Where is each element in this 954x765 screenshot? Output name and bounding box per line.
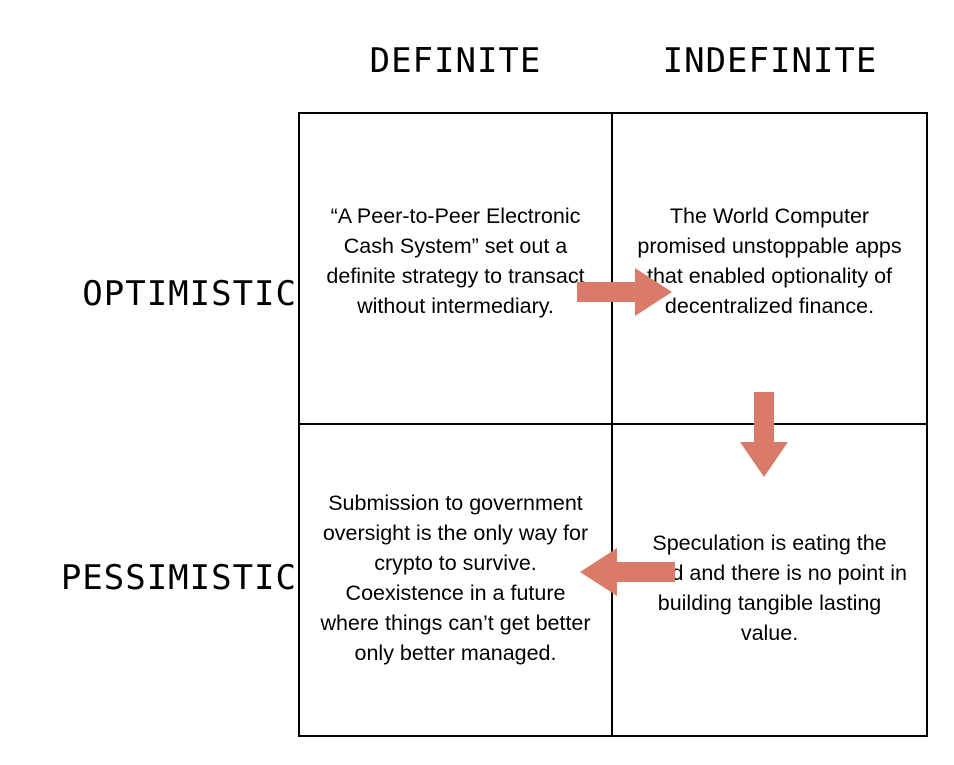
arrow-left-icon <box>580 548 675 601</box>
quadrant-definite-optimistic: “A Peer-to-Peer Electronic Cash System” … <box>300 114 613 425</box>
two-by-two-matrix: “A Peer-to-Peer Electronic Cash System” … <box>298 112 928 737</box>
quadrant-indefinite-optimistic: The World Computer promised unstoppable … <box>613 114 926 425</box>
column-header-definite: DEFINITE <box>369 41 542 81</box>
arrow-right-icon <box>577 268 672 321</box>
arrow-down-icon <box>740 392 788 482</box>
row-header-pessimistic: PESSIMISTIC <box>60 558 297 598</box>
column-header-indefinite: INDEFINITE <box>662 41 878 81</box>
quadrant-indefinite-pessimistic: Speculation is eating the world and ther… <box>613 425 926 735</box>
quadrant-indefinite-pessimistic-text: Speculation is eating the world and ther… <box>632 531 907 645</box>
row-header-optimistic: OPTIMISTIC <box>82 274 297 314</box>
quadrant-definite-pessimistic-text: Submission to government oversight is th… <box>320 491 591 665</box>
quadrant-indefinite-optimistic-text: The World Computer promised unstoppable … <box>637 203 902 318</box>
quadrant-definite-optimistic-text: “A Peer-to-Peer Electronic Cash System” … <box>326 203 585 318</box>
quadrant-definite-pessimistic: Submission to government oversight is th… <box>300 425 613 735</box>
